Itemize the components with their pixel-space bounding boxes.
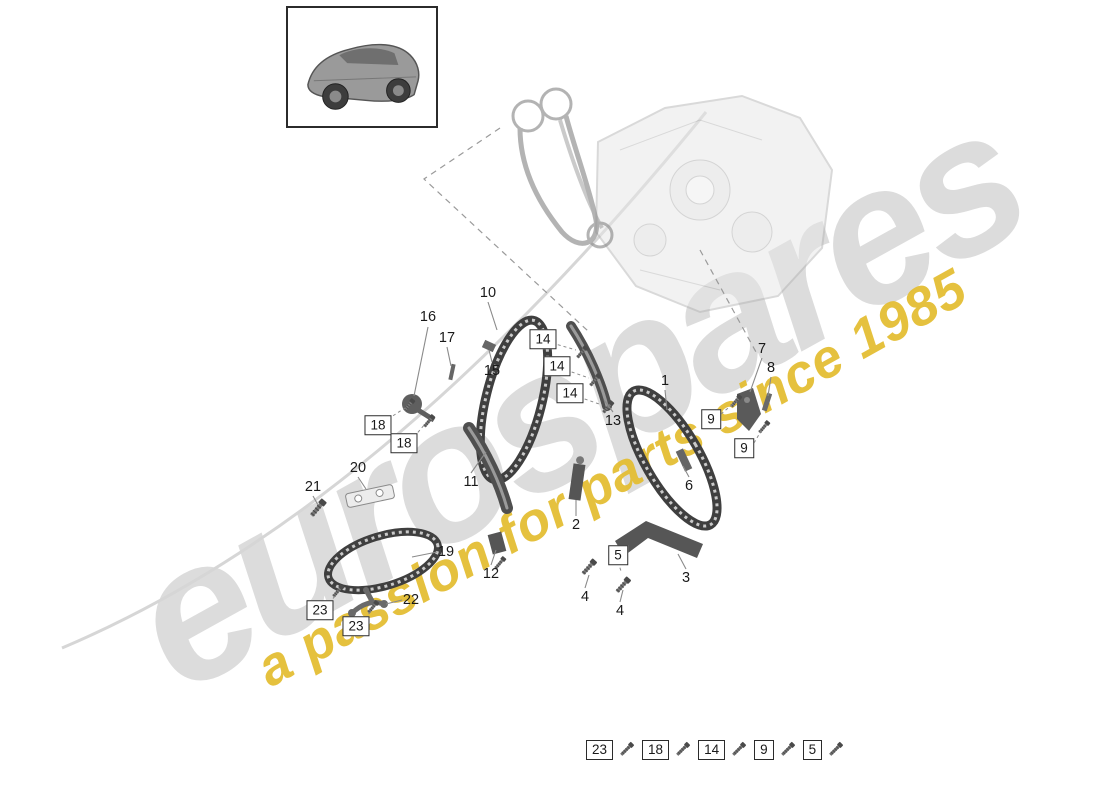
part-label[interactable]: 1 xyxy=(658,373,672,390)
part-label[interactable]: 2 xyxy=(569,517,583,534)
part-label[interactable]: 6 xyxy=(682,478,696,495)
part-label-text: 14 xyxy=(535,331,551,347)
part-label[interactable]: 8 xyxy=(764,360,778,377)
part-label-text: 9 xyxy=(707,411,715,427)
part-label-text: 18 xyxy=(370,417,386,433)
bracket-20 xyxy=(345,484,395,508)
chain-guide-3 xyxy=(615,521,703,558)
part-label-text: 9 xyxy=(740,440,748,456)
part-label[interactable]: 17 xyxy=(436,330,458,347)
part-label-text: 7 xyxy=(757,340,767,357)
engine-chain-ghost xyxy=(511,87,614,249)
part-label[interactable]: 14 xyxy=(529,329,557,349)
part-label-text: 12 xyxy=(482,565,500,582)
part-label[interactable]: 13 xyxy=(602,413,624,430)
part-label-text: 2 xyxy=(571,516,581,533)
part-label[interactable]: 21 xyxy=(302,479,324,496)
leader-lines xyxy=(312,301,772,605)
part-label[interactable]: 23 xyxy=(342,616,370,636)
part-label[interactable]: 9 xyxy=(701,409,721,429)
lever-22 xyxy=(348,587,388,617)
part-label-text: 16 xyxy=(419,308,437,325)
legend-number: 23 xyxy=(586,740,614,760)
part-label[interactable]: 18 xyxy=(364,415,392,435)
part-label[interactable]: 3 xyxy=(679,570,693,587)
vehicle-thumbnail xyxy=(286,6,438,128)
part-label[interactable]: 10 xyxy=(477,285,499,302)
part-label-text: 5 xyxy=(614,547,622,563)
part-label-text: 3 xyxy=(681,569,691,586)
legend-number: 18 xyxy=(642,740,670,760)
screw-icon xyxy=(732,741,747,756)
pin-8 xyxy=(761,392,773,412)
timing-chain-right xyxy=(622,385,722,531)
part-label-text: 6 xyxy=(684,477,694,494)
part-label-text: 4 xyxy=(580,588,590,605)
part-label[interactable]: 22 xyxy=(400,592,422,609)
clip-15 xyxy=(481,339,497,353)
legend-number: 9 xyxy=(754,740,774,760)
vehicle-illustration xyxy=(307,43,420,110)
part-label[interactable]: 4 xyxy=(578,589,592,606)
part-label[interactable]: 14 xyxy=(556,383,584,403)
tensioner-2 xyxy=(568,456,586,501)
fastener-legend: 23 18 xyxy=(586,739,846,761)
part-label[interactable]: 16 xyxy=(417,309,439,326)
part-label[interactable]: 7 xyxy=(755,341,769,358)
part-label-text: 18 xyxy=(396,435,412,451)
tensioner-bracket-7 xyxy=(737,388,761,431)
part-label-text: 14 xyxy=(562,385,578,401)
part-label-text: 10 xyxy=(479,284,497,301)
part-label-text: 11 xyxy=(463,473,479,490)
part-label-text: 15 xyxy=(483,362,501,379)
tensioner-bracket-7-hole xyxy=(744,397,750,403)
legend-number: 14 xyxy=(698,740,726,760)
screw-icon xyxy=(829,741,844,756)
part-label[interactable]: 14 xyxy=(543,356,571,376)
screw-icon xyxy=(780,741,795,756)
legend-item[interactable]: 18 xyxy=(642,739,693,761)
chain-guide-11-edge xyxy=(467,426,509,510)
part-label-text: 13 xyxy=(604,412,622,429)
pin-6 xyxy=(675,448,693,472)
legend-item[interactable]: 9 xyxy=(754,739,798,761)
part-label[interactable]: 15 xyxy=(481,363,503,380)
reference-lines xyxy=(423,127,757,353)
screw-icon xyxy=(620,741,635,756)
screw-icon xyxy=(676,741,691,756)
engine-ghost xyxy=(594,94,834,314)
legend-item[interactable]: 5 xyxy=(802,739,847,761)
part-label[interactable]: 11 xyxy=(460,474,481,491)
timing-chain-lower xyxy=(324,527,442,595)
pin-17 xyxy=(448,363,456,381)
part-label-text: 17 xyxy=(438,329,456,346)
part-label-text: 1 xyxy=(660,372,670,389)
part-label-text: 20 xyxy=(349,459,367,476)
part-label[interactable]: 20 xyxy=(347,460,369,477)
part-label-text: 8 xyxy=(766,359,776,376)
chain-guide-13-edge xyxy=(569,324,609,408)
part-label[interactable]: 12 xyxy=(480,566,502,583)
legend-item[interactable]: 23 xyxy=(586,739,637,761)
legend-item[interactable]: 14 xyxy=(698,739,749,761)
part-label[interactable]: 9 xyxy=(734,438,754,458)
part-label[interactable]: 4 xyxy=(613,603,627,620)
part-label-text: 23 xyxy=(348,618,364,634)
guide-block-12 xyxy=(487,531,507,555)
part-label[interactable]: 19 xyxy=(435,544,457,561)
part-label-text: 14 xyxy=(549,358,565,374)
legend-number: 5 xyxy=(802,740,823,760)
part-label[interactable]: 5 xyxy=(608,545,628,565)
part-label[interactable]: 23 xyxy=(306,600,334,620)
part-label-text: 23 xyxy=(312,602,328,618)
part-label-text: 22 xyxy=(402,591,420,608)
part-label-text: 4 xyxy=(615,602,625,619)
part-label-text: 19 xyxy=(437,543,455,560)
part-label-text: 21 xyxy=(304,478,322,495)
part-label[interactable]: 18 xyxy=(390,433,418,453)
